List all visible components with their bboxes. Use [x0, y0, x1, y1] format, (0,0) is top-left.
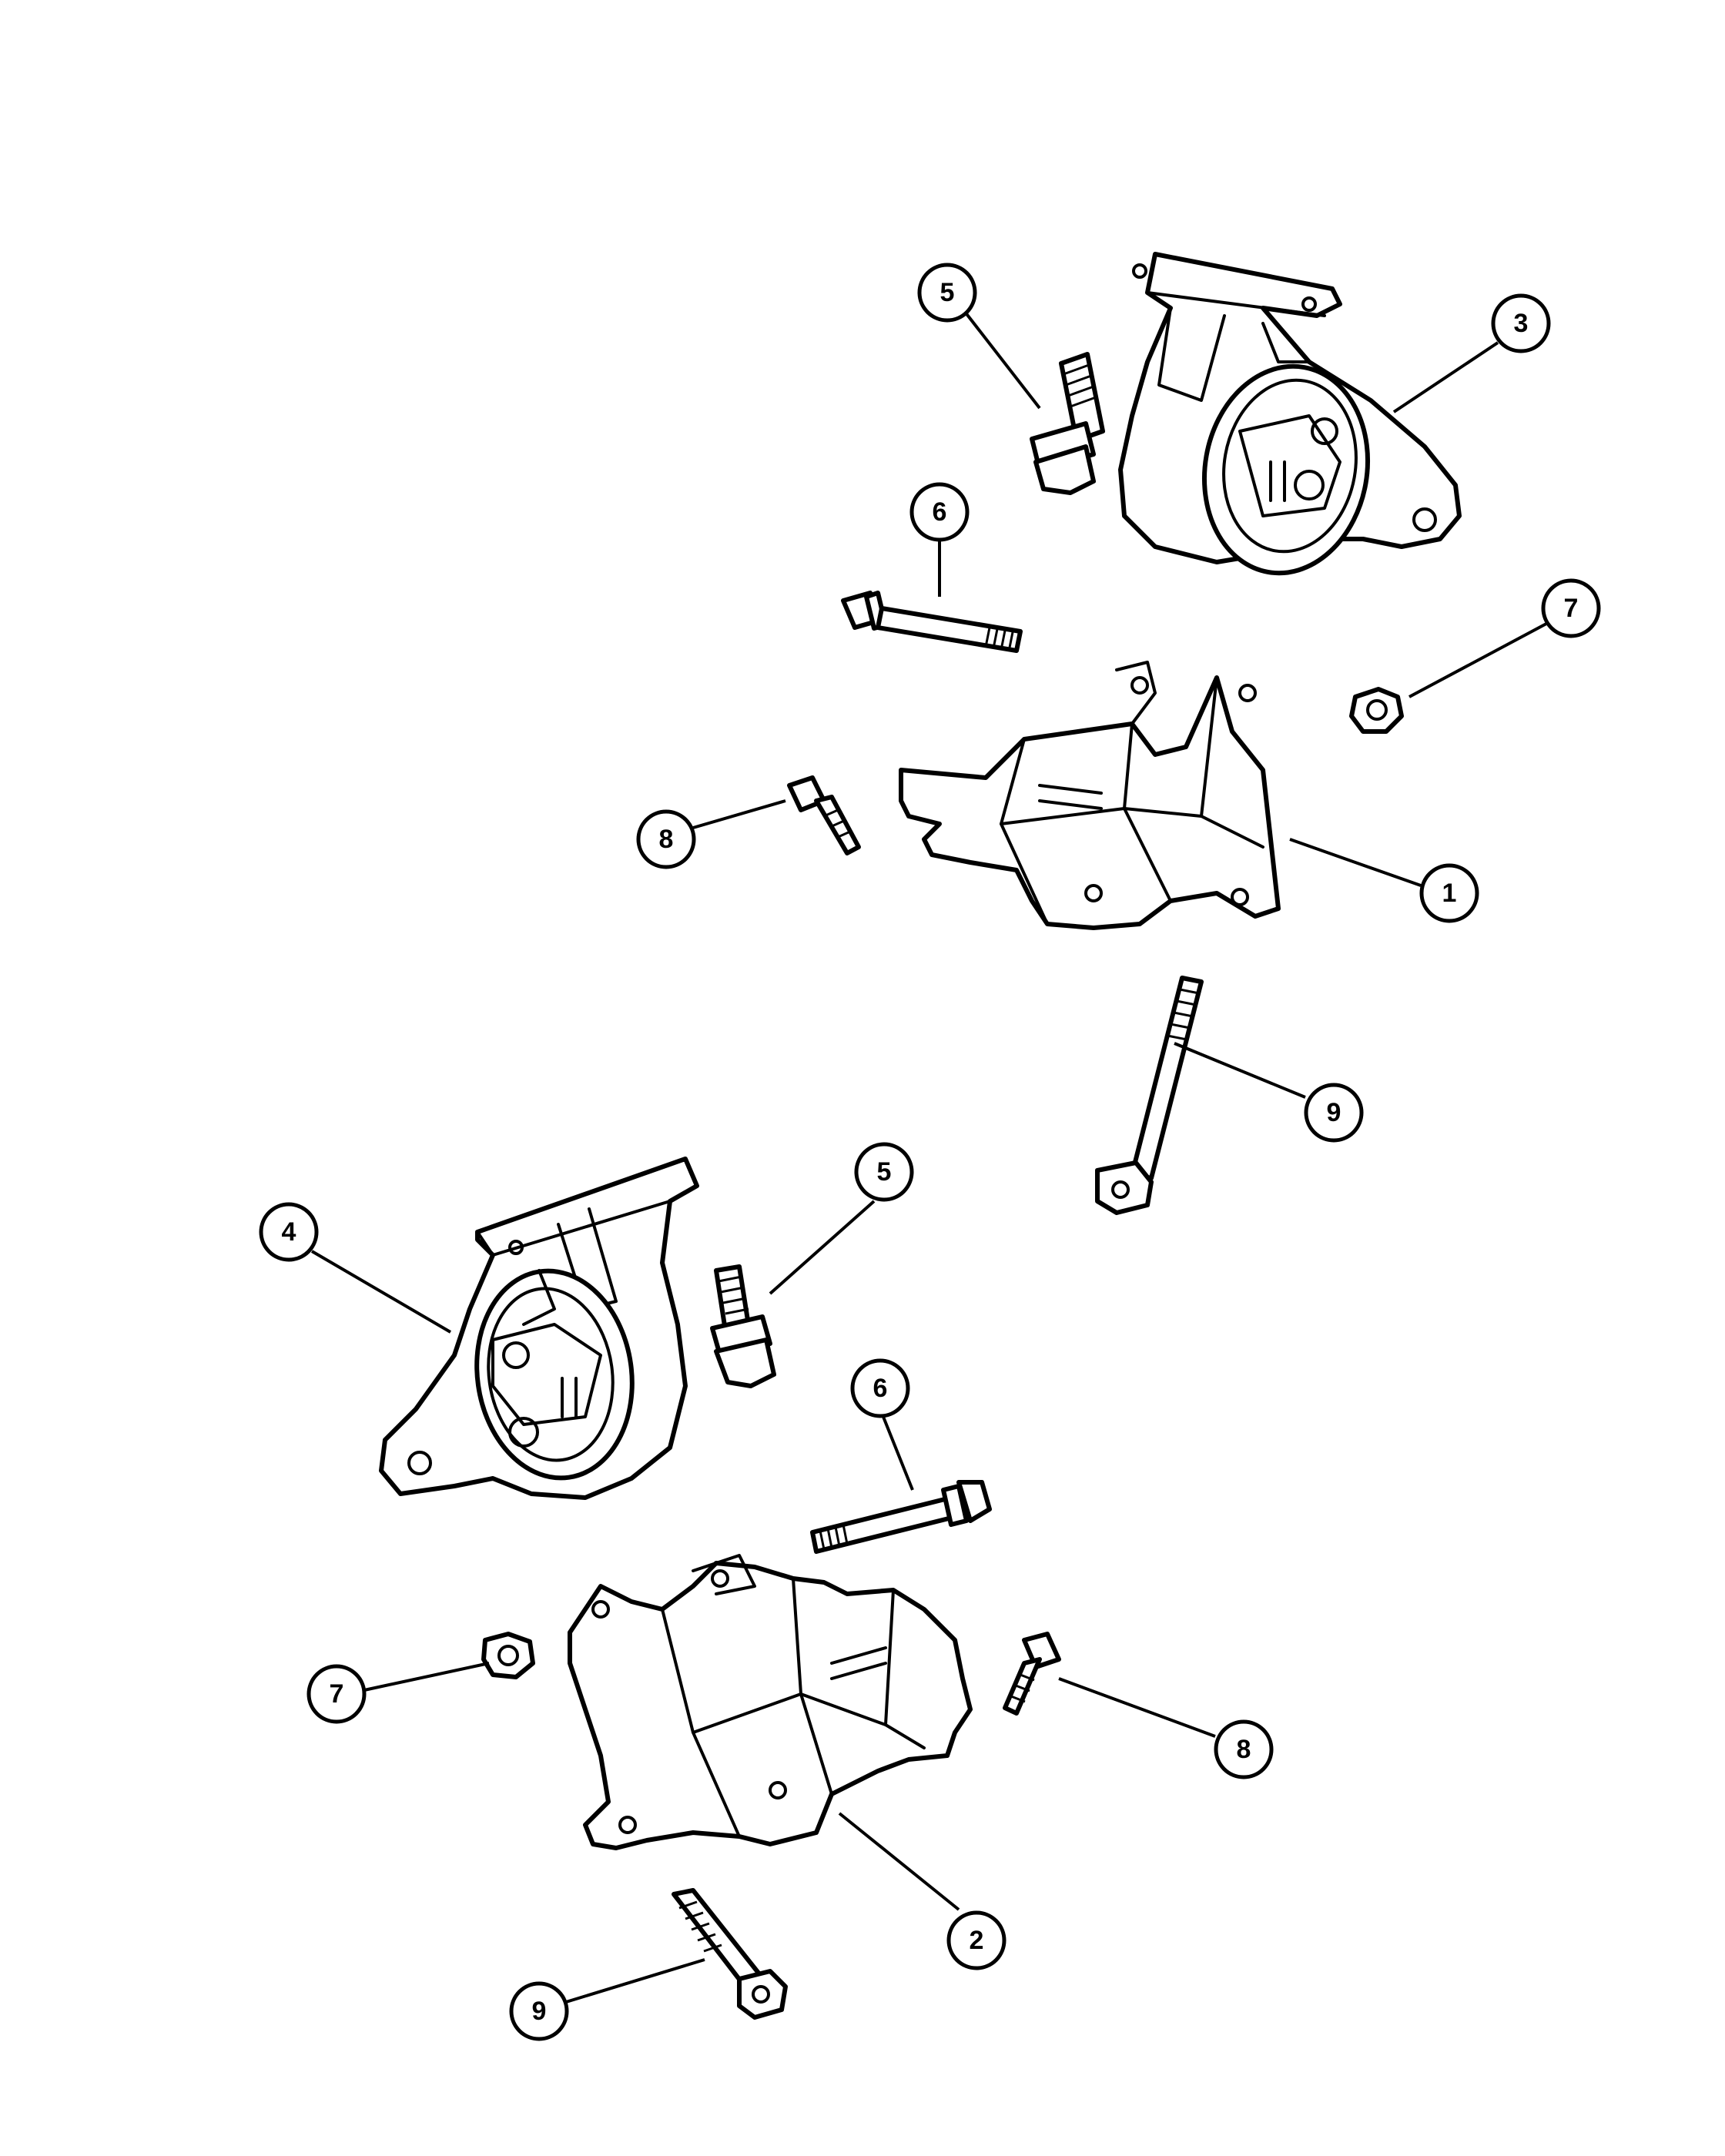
- leader-line-8-lower: [1058, 1677, 1216, 1738]
- leader-line-5-lower: [769, 1200, 876, 1295]
- callout-2: 2: [946, 1910, 1007, 1970]
- bolt-part-8-lower: [1003, 1632, 1061, 1716]
- leader-line-9-upper: [1174, 1042, 1306, 1099]
- callout-7-upper: 7: [1541, 578, 1601, 638]
- stud-part-9-upper: [1095, 976, 1204, 1215]
- callout-8-upper: 8: [636, 809, 696, 869]
- callout-label: 6: [873, 1374, 888, 1403]
- callout-label: 8: [1237, 1735, 1251, 1764]
- callout-label: 3: [1514, 309, 1529, 338]
- callout-label: 1: [1442, 879, 1457, 908]
- callout-7-lower: 7: [306, 1664, 367, 1724]
- callout-label: 8: [659, 825, 674, 854]
- bolt-part-8-upper: [787, 775, 861, 855]
- leader-lines: [310, 310, 1547, 2004]
- callout-1: 1: [1419, 863, 1479, 923]
- leader-line-6-lower: [880, 1412, 914, 1491]
- callout-3: 3: [1491, 293, 1551, 353]
- leader-line-2: [838, 1812, 960, 1911]
- leader-line-3: [1392, 341, 1499, 413]
- bolt-part-6-upper: [841, 591, 1023, 653]
- callout-5-upper: 5: [917, 263, 977, 323]
- callout-4: 4: [259, 1202, 319, 1262]
- callout-9-upper: 9: [1304, 1083, 1364, 1143]
- callout-9-lower: 9: [509, 1981, 569, 2041]
- nut-part-7-lower: [481, 1632, 535, 1679]
- mount-bracket-part-2: [568, 1554, 973, 1850]
- leader-line-5-upper: [963, 310, 1041, 410]
- callout-label: 7: [330, 1679, 344, 1709]
- leader-line-8-upper: [692, 799, 786, 829]
- callout-label: 9: [1327, 1098, 1341, 1127]
- callout-5-lower: 5: [854, 1142, 914, 1202]
- callout-6-lower: 6: [850, 1358, 910, 1418]
- mount-insulator-part-4: [379, 1157, 699, 1500]
- mount-insulator-part-3: [1118, 252, 1462, 576]
- mount-bracket-part-1: [899, 661, 1281, 930]
- callout-label: 4: [282, 1217, 296, 1247]
- callout-label: 6: [933, 497, 947, 527]
- leader-line-9-lower: [565, 1958, 705, 2004]
- callout-label: 7: [1564, 594, 1579, 623]
- leader-line-7-lower: [363, 1662, 490, 1692]
- leader-line-4: [310, 1250, 452, 1334]
- callout-6-upper: 6: [909, 482, 970, 542]
- bolt-part-5-upper: [1030, 352, 1105, 495]
- stud-part-9-lower: [672, 1888, 788, 2020]
- nut-part-7-upper: [1349, 687, 1404, 734]
- callout-8-lower: 8: [1214, 1719, 1274, 1779]
- callout-label: 5: [940, 278, 955, 307]
- callout-label: 2: [970, 1926, 984, 1955]
- bolt-part-5-lower: [710, 1264, 776, 1388]
- bolt-part-6-lower: [810, 1480, 992, 1554]
- callout-label: 9: [532, 1997, 547, 2026]
- callout-label: 5: [877, 1157, 892, 1187]
- leader-line-1: [1289, 838, 1422, 887]
- leader-line-7-upper: [1408, 622, 1547, 698]
